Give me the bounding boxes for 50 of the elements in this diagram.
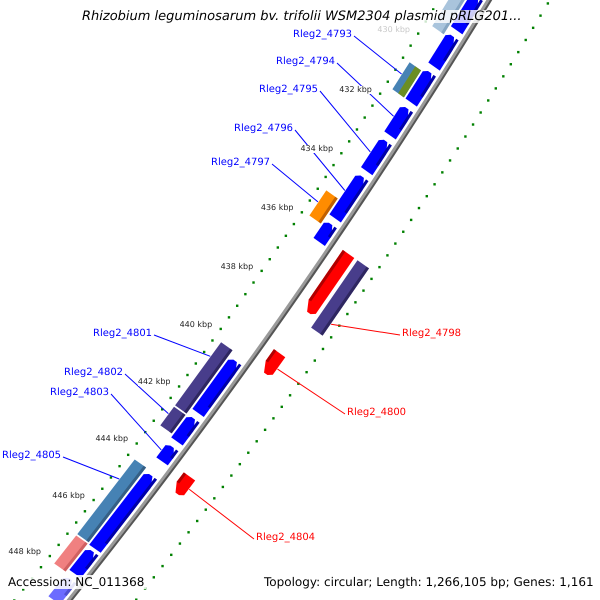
scale-label: 448 kbp xyxy=(8,548,42,556)
scale-label: 442 kbp xyxy=(138,378,170,386)
gene-label: Rleg2_4798 xyxy=(402,329,462,339)
gene-shape xyxy=(69,550,98,578)
gene-shape xyxy=(309,190,338,224)
gene-label: Rleg2_4800 xyxy=(347,408,406,418)
gene-shape xyxy=(264,349,286,375)
gene-shape xyxy=(89,474,158,553)
gene-shape xyxy=(54,536,88,572)
gene-label: Rleg2_4795 xyxy=(259,85,318,95)
gene-label: Rleg2_4793 xyxy=(293,30,352,40)
accession-text: Accession: NC_011368 xyxy=(6,575,146,589)
gene-shape xyxy=(428,34,459,71)
leader-line xyxy=(188,488,254,540)
leader-line xyxy=(336,62,394,117)
gene-shape xyxy=(361,140,392,176)
gene-label: Rleg2_4802 xyxy=(64,368,124,378)
gene-label: Rleg2_4805 xyxy=(2,451,62,461)
gene-shape xyxy=(406,71,436,107)
leader-line xyxy=(272,164,318,202)
leader-line xyxy=(330,324,400,336)
scale-label: 436 kbp xyxy=(260,204,294,212)
scale-label: 434 kbp xyxy=(300,145,334,154)
leader-line xyxy=(62,456,120,480)
gene-shape xyxy=(192,360,242,417)
leader-line xyxy=(354,36,402,75)
leader-line xyxy=(277,368,346,414)
scale-label: 440 kbp xyxy=(180,320,212,329)
gene-shape xyxy=(171,417,200,446)
scale-label: 446 kbp xyxy=(52,492,85,500)
gene-shape xyxy=(314,222,337,246)
gene-label: Rleg2_4804 xyxy=(256,533,316,543)
gene-shape xyxy=(176,472,196,496)
genome-stats-text: Topology: circular; Length: 1,266,105 bp; Genes: 1,161 xyxy=(262,575,596,589)
gene-shape xyxy=(384,107,414,140)
scale-label: 432 kbp xyxy=(339,86,372,94)
gene-shape xyxy=(156,445,178,466)
scale-label: 438 kbp xyxy=(220,262,254,271)
gene-label: Rleg2_4803 xyxy=(50,388,110,398)
leader-line xyxy=(154,334,211,357)
scale-label: 444 kbp xyxy=(95,435,128,444)
leader-line xyxy=(110,394,162,450)
gene-label: Rleg2_4797 xyxy=(211,158,270,168)
gene-label: Rleg2_4794 xyxy=(276,57,336,67)
gene-label: Rleg2_4796 xyxy=(234,124,294,134)
leader-line xyxy=(124,374,169,414)
gene-label: Rleg2_4801 xyxy=(93,329,152,339)
leader-line xyxy=(294,130,346,191)
gene-shape xyxy=(307,250,354,314)
leader-line xyxy=(320,90,371,152)
